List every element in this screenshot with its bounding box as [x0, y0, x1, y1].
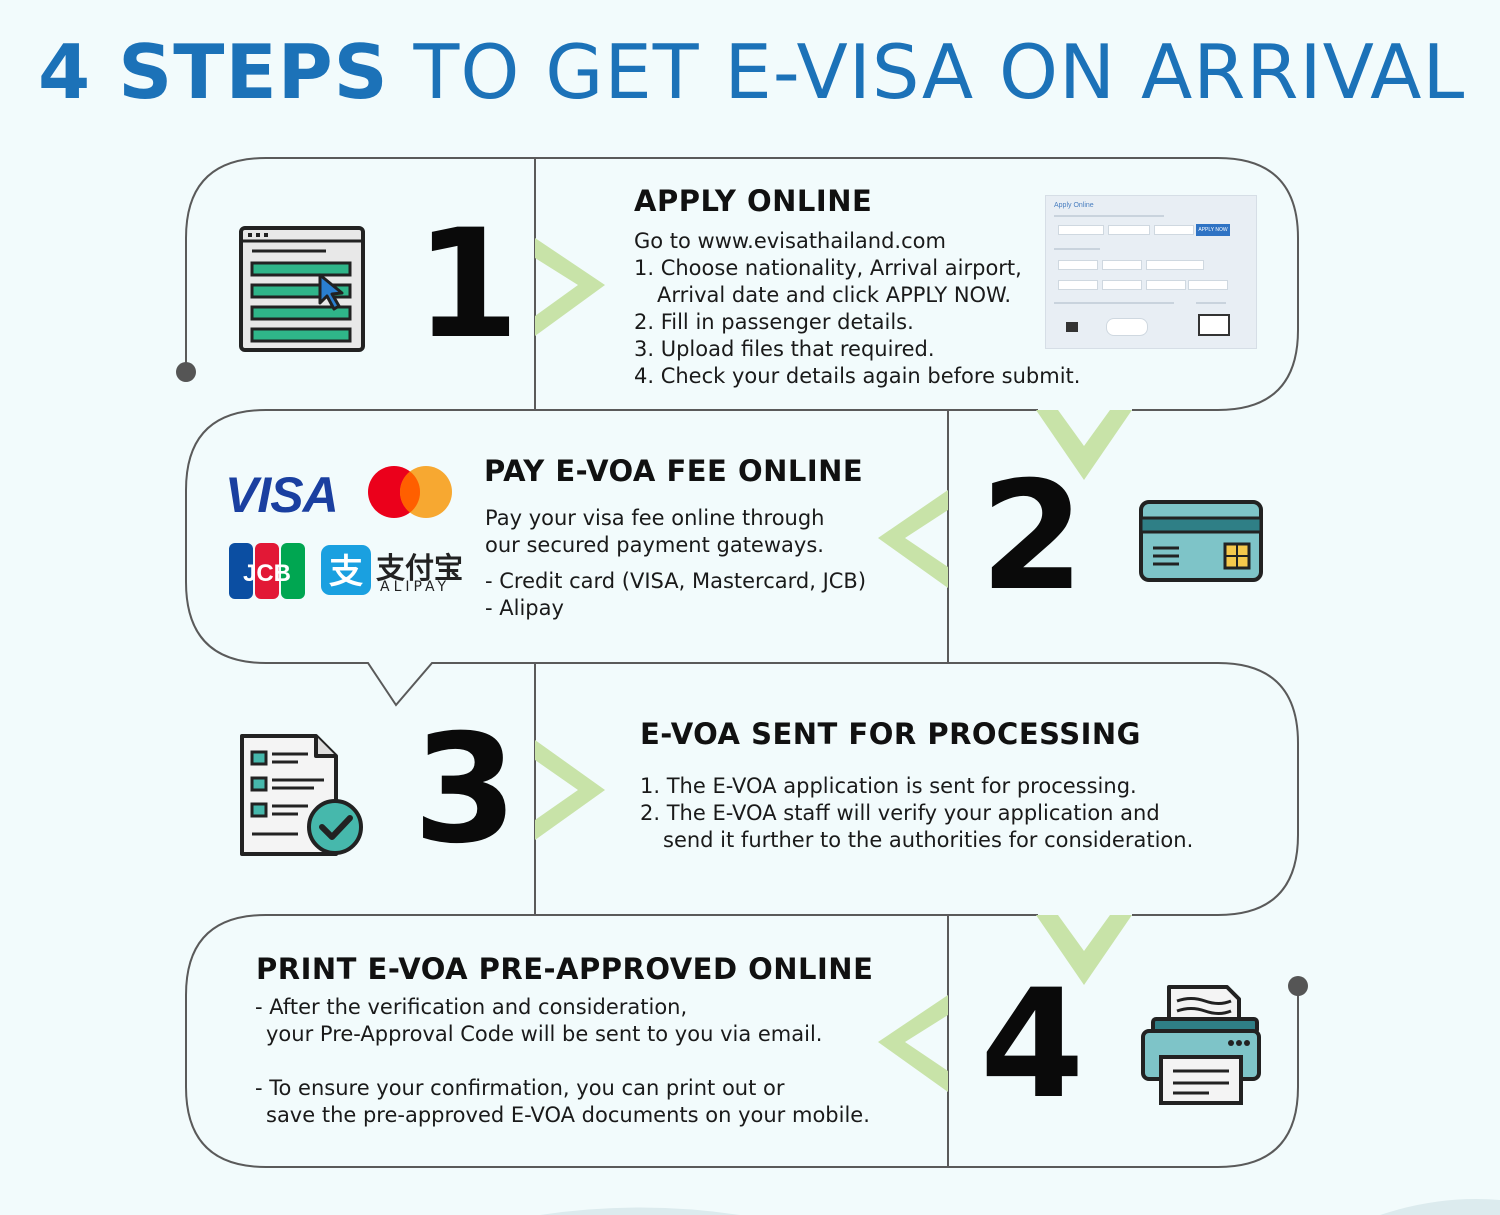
jcb-logo: JCB — [229, 543, 305, 599]
step3-line: 2. The E-VOA staff will verify your appl… — [640, 801, 1160, 825]
step2-line: - Credit card (VISA, Mastercard, JCB) — [485, 569, 867, 593]
chevron-right-icon — [535, 740, 605, 840]
svg-text:支: 支 — [329, 552, 363, 592]
page-title: 4 STEPS TO GET E-VISA ON ARRIVAL — [38, 28, 1465, 116]
step3-heading: E-VOA SENT FOR PROCESSING — [640, 717, 1141, 751]
step3-line: send it further to the authorities for c… — [663, 828, 1194, 852]
chevron-right-icon — [535, 238, 605, 336]
step1-line: 3. Upload files that required. — [634, 337, 935, 361]
step2-outline — [185, 409, 948, 707]
step4-heading: PRINT E-VOA PRE-APPROVED ONLINE — [256, 952, 874, 986]
step4-line: - After the verification and considerati… — [255, 995, 688, 1019]
step4-outline — [185, 914, 1299, 1168]
step2-heading: PAY E-VOA FEE ONLINE — [484, 454, 864, 488]
step1-line: Go to www.evisathailand.com — [634, 229, 946, 253]
step1-body: Go to www.evisathailand.com 1. Choose na… — [634, 228, 1080, 390]
visa-logo: VISA — [225, 467, 339, 523]
alipay-english-name: ALIPAY — [380, 579, 451, 595]
title-rest: TO GET E-VISA ON ARRIVAL — [413, 28, 1466, 116]
step2-line: Pay your visa fee online through — [485, 506, 825, 530]
mockup-apply-button: APPLY NOW — [1196, 224, 1230, 236]
chevron-left-icon — [878, 995, 948, 1092]
mockup-title: Apply Online — [1054, 202, 1094, 209]
step4-line: save the pre-approved E-VOA documents on… — [266, 1103, 870, 1127]
step1-line: 2. Fill in passenger details. — [634, 310, 914, 334]
alipay-chinese-name: 支付宝 — [376, 551, 464, 585]
mastercard-logo — [368, 466, 452, 518]
web-form-cursor-icon — [239, 226, 365, 352]
step3-body: 1. The E-VOA application is sent for pro… — [640, 773, 1193, 854]
step1-line: 1. Choose nationality, Arrival airport, — [634, 256, 1022, 280]
jcb-text: JCB — [243, 560, 291, 587]
step2-line: our secured payment gateways. — [485, 533, 824, 557]
step1-heading: APPLY ONLINE — [634, 184, 873, 218]
chevron-left-icon — [878, 490, 948, 588]
step4-line: your Pre-Approval Code will be sent to y… — [266, 1022, 823, 1046]
apply-form-screenshot: Apply Online APPLY NOW — [1045, 195, 1257, 349]
step3-line: 1. The E-VOA application is sent for pro… — [640, 774, 1137, 798]
step2-body: Pay your visa fee online through our sec… — [485, 505, 866, 622]
step2-number: 2 — [980, 450, 1085, 624]
step2-line: - Alipay — [485, 596, 564, 620]
step1-number: 1 — [415, 198, 520, 372]
alipay-icon: 支 — [321, 545, 371, 595]
step4-body: - After the verification and considerati… — [255, 994, 870, 1129]
step4-number: 4 — [980, 958, 1085, 1132]
printer-icon — [1141, 985, 1261, 1105]
step3-number: 3 — [413, 703, 518, 877]
checklist-document-icon — [240, 734, 363, 856]
start-dot — [176, 362, 196, 382]
end-dot — [1288, 976, 1308, 996]
step1-line: 4. Check your details again before submi… — [634, 364, 1081, 388]
title-bold: 4 STEPS — [38, 28, 389, 116]
step4-line: - To ensure your confirmation, you can p… — [255, 1076, 785, 1100]
step1-line: Arrival date and click APPLY NOW. — [657, 283, 1012, 307]
credit-card-icon — [1139, 500, 1263, 582]
